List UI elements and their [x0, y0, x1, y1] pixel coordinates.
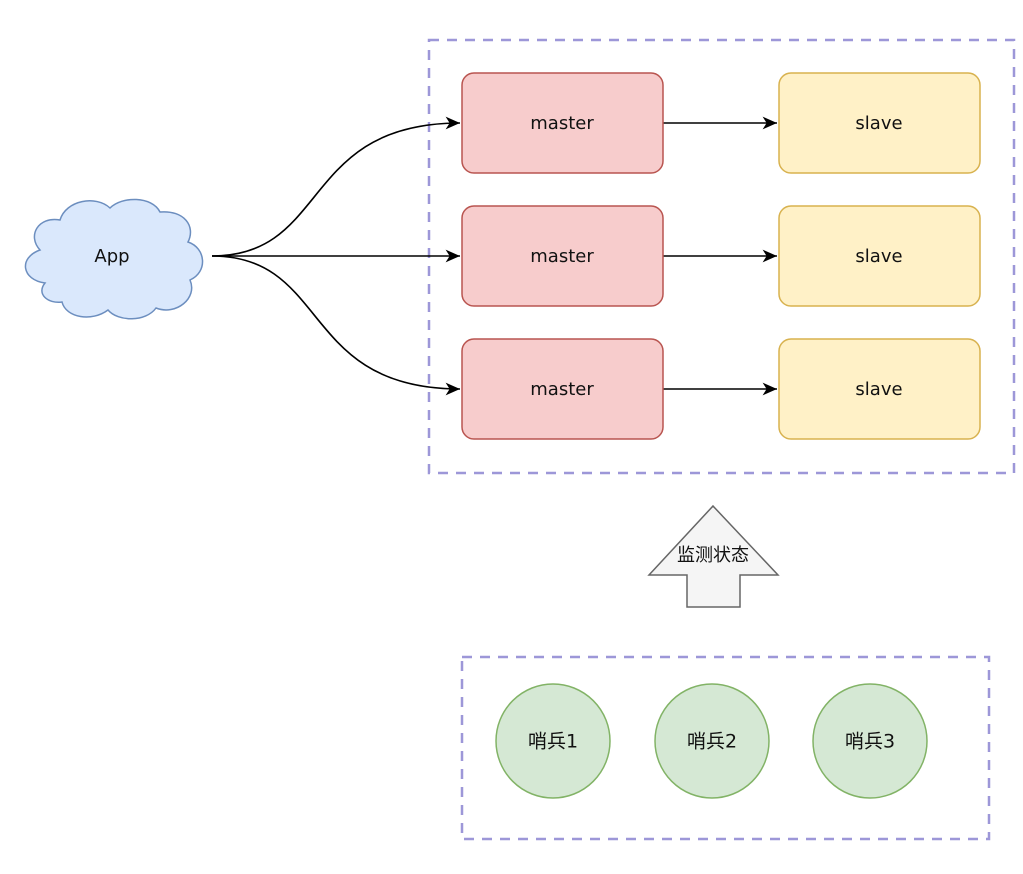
- slave-node: slave: [778, 205, 981, 307]
- sentinel-group-border: [460, 655, 991, 841]
- slave-box: [778, 338, 981, 440]
- master-box: [461, 338, 664, 440]
- master-box: [461, 205, 664, 307]
- sentinel-label: 哨兵1: [528, 731, 578, 753]
- sentinel-circle: [495, 683, 611, 799]
- sentinel-node: 哨兵3: [812, 683, 928, 799]
- edge-app-master-3: [211, 255, 461, 396]
- monitor-label: 监测状态: [677, 545, 749, 566]
- master-box: [461, 72, 664, 174]
- slave-node: slave: [778, 338, 981, 440]
- sentinel-circle: [812, 683, 928, 799]
- slave-label: slave: [855, 246, 902, 267]
- sentinel-label: 哨兵3: [845, 731, 895, 753]
- slave-box: [778, 72, 981, 174]
- sentinel-node: 哨兵1: [495, 683, 611, 799]
- cloud-icon: [24, 198, 204, 320]
- master-label: master: [530, 246, 594, 267]
- sentinel-circle: [654, 683, 770, 799]
- slave-box: [778, 205, 981, 307]
- master-node: master: [461, 205, 664, 307]
- master-node: master: [461, 72, 664, 174]
- master-label: master: [530, 379, 594, 400]
- monitor-arrow: 监测状态: [647, 504, 780, 608]
- edge-app-master-1: [211, 116, 461, 257]
- up-arrow-icon: [647, 504, 780, 608]
- app-label: App: [94, 246, 129, 267]
- slave-node: slave: [778, 72, 981, 174]
- app-node: App: [24, 198, 204, 320]
- slave-label: slave: [855, 379, 902, 400]
- sentinel-node: 哨兵2: [654, 683, 770, 799]
- master-label: master: [530, 113, 594, 134]
- slave-label: slave: [855, 113, 902, 134]
- sentinel-label: 哨兵2: [687, 731, 737, 753]
- master-node: master: [461, 338, 664, 440]
